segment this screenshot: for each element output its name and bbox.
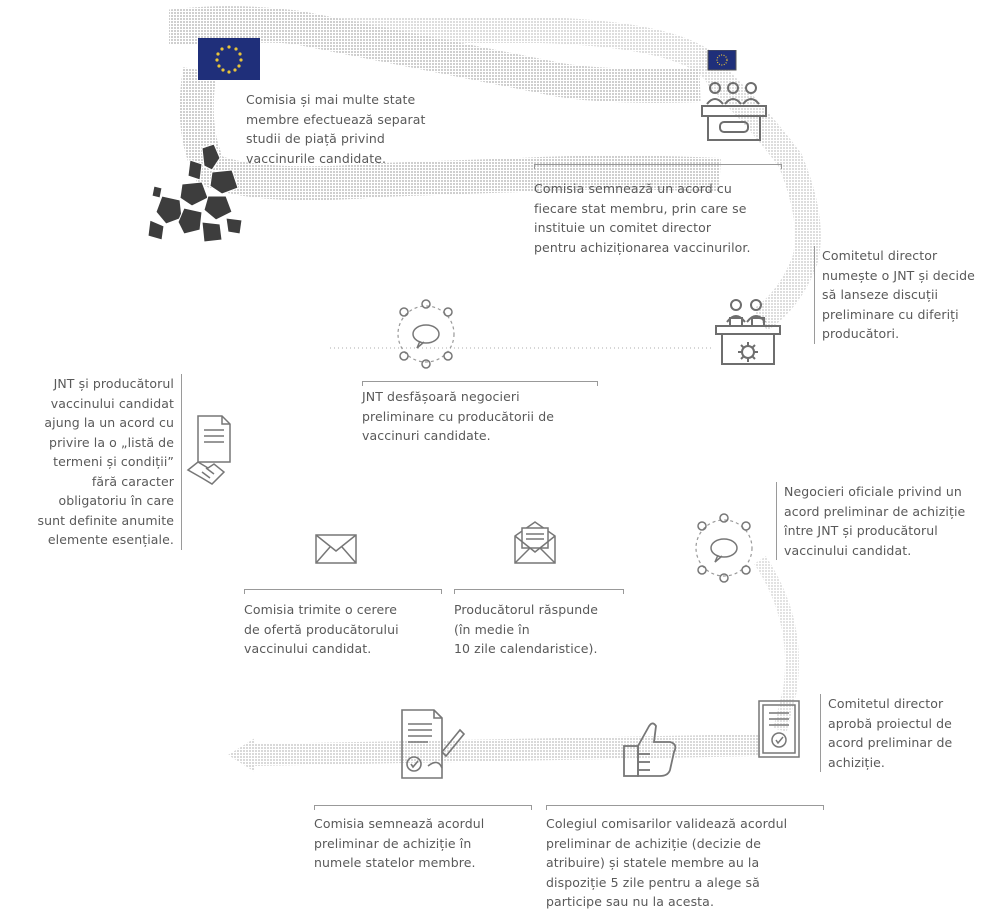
step-sign-agreement: Comisia semnează un acord cu fiecare sta… — [534, 164, 782, 257]
certificate-icon — [758, 700, 800, 758]
step-market-studies: Comisia și mai multe state membre efectu… — [246, 92, 426, 166]
europe-map-icon — [147, 143, 243, 243]
network-chat-icon-2 — [695, 513, 753, 583]
step-approve-draft: Comitetul director aprobă proiectul de a… — [820, 694, 976, 772]
network-chat-icon — [397, 299, 455, 369]
envelope-icon — [315, 534, 357, 564]
signed-contract-icon — [401, 709, 466, 779]
step-term-sheet: JNT și producătorul vaccinului candidat … — [14, 374, 182, 550]
step-producer-responds: Producătorul răspunde (în medie în 10 zi… — [454, 589, 624, 659]
step-college-validates: Colegiul comisarilor validează acordul p… — [546, 805, 824, 912]
committee-table-icon — [701, 50, 767, 141]
step-commission-signs: Comisia semnează acordul preliminar de a… — [314, 805, 532, 873]
step-steering-committee: Comitetul director numește o JNT și deci… — [814, 246, 982, 344]
step-preliminary-negotiations: JNT desfășoară negocieri preliminare cu … — [362, 381, 598, 446]
open-envelope-icon — [514, 521, 556, 564]
thumbs-up-icon — [623, 722, 677, 777]
step-official-negotiations: Negocieri oficiale privind un acord prel… — [776, 482, 984, 560]
eu-flag-icon — [198, 38, 260, 80]
steering-committee-icon — [715, 299, 781, 365]
contract-handshake-icon — [186, 415, 231, 485]
step-request-offer: Comisia trimite o cerere de ofertă produ… — [244, 589, 442, 659]
